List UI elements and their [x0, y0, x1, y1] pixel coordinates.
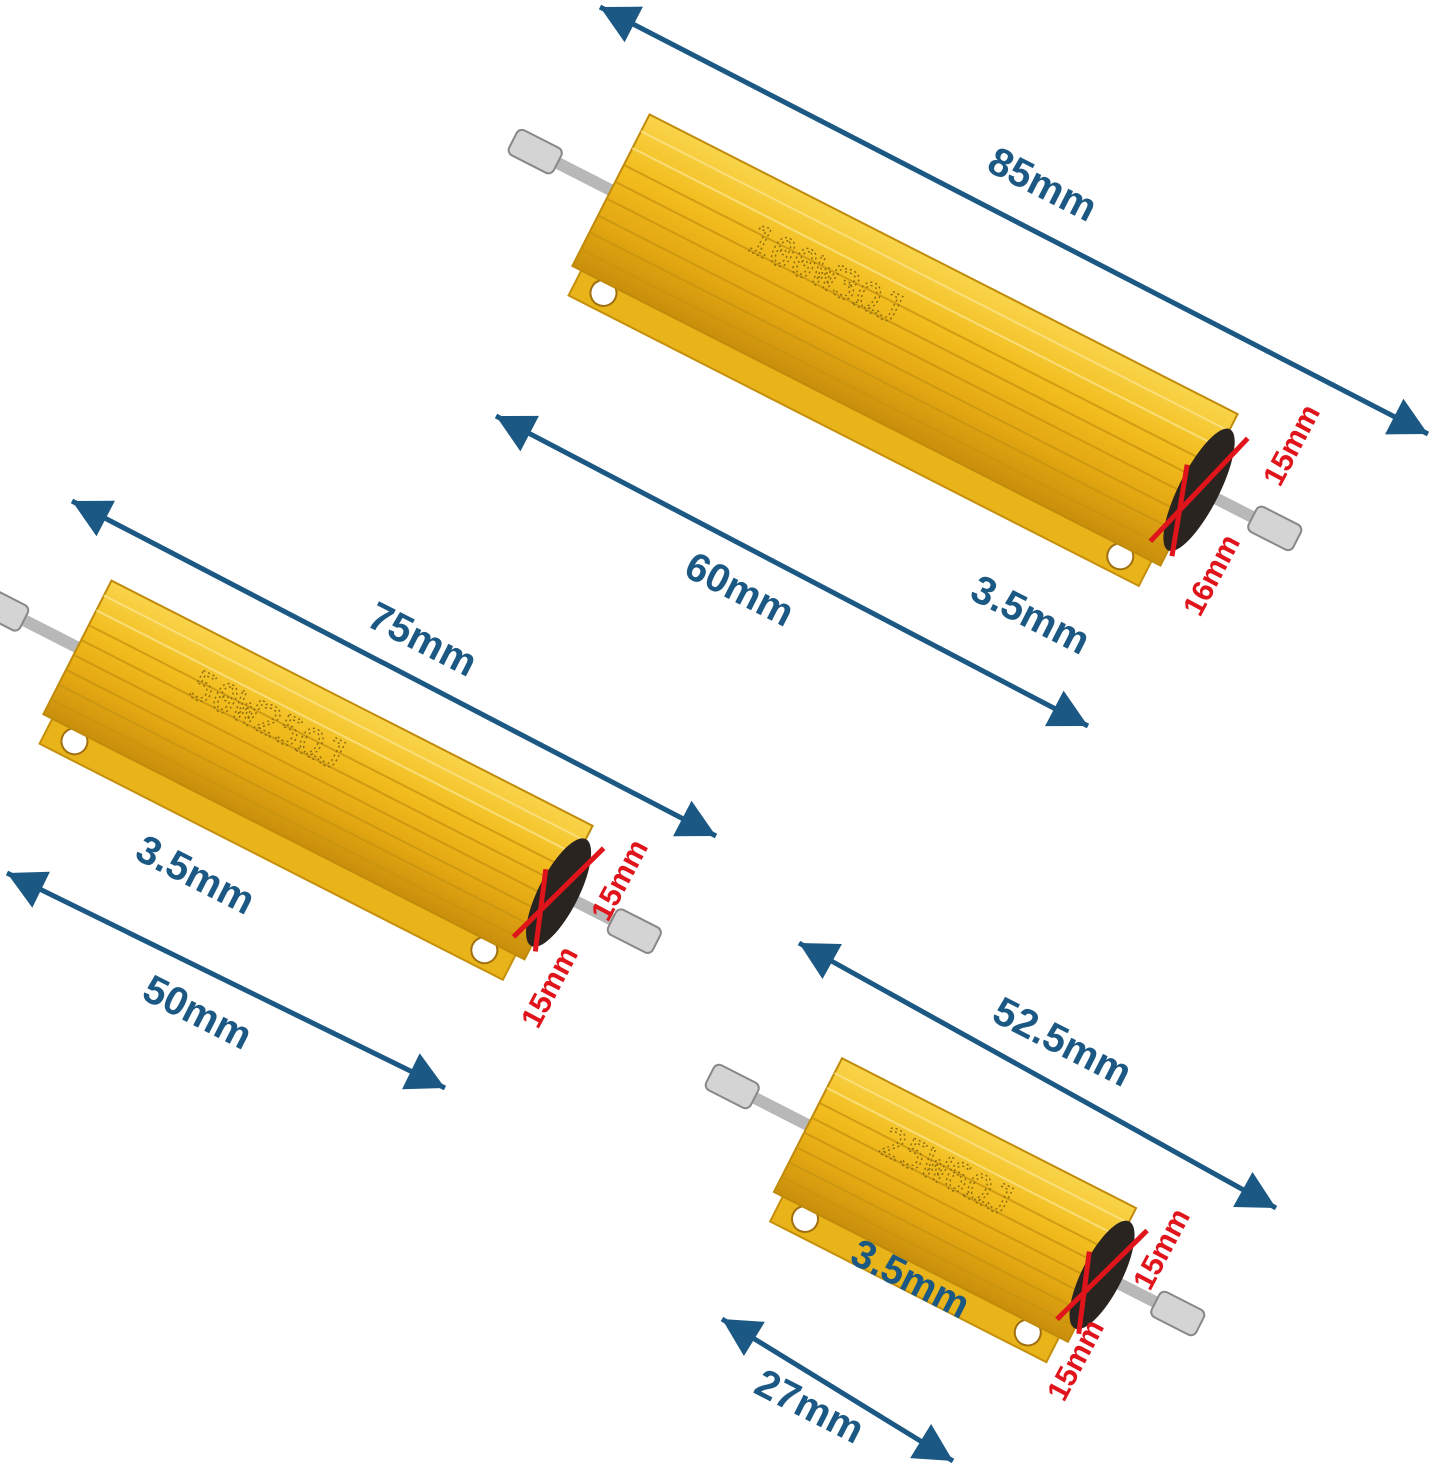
label-50w-body-length: 50mm: [136, 967, 259, 1059]
heatsink-fin: [623, 164, 1213, 466]
heatsink-fin: [606, 197, 1196, 500]
heatsink-fin: [834, 1072, 1129, 1224]
arrow-75mm: [70, 498, 718, 839]
arrowhead-icon: [1045, 690, 1088, 727]
label-100w-length: 85mm: [981, 139, 1104, 231]
arrow-85mm: [598, 4, 1430, 437]
arrowhead-icon: [72, 500, 115, 537]
arrowhead-icon: [402, 1053, 445, 1090]
arrow-60mm: [494, 413, 1090, 729]
heatsink-fin: [640, 130, 1230, 432]
arrowhead-icon: [600, 6, 643, 43]
terminal-lead: [545, 153, 614, 196]
label-100w-hole: 3.5mm: [964, 567, 1097, 664]
arrow-52-5mm: [797, 940, 1278, 1211]
arrowhead-icon: [722, 1319, 765, 1356]
label-100w-height: 16mm: [1177, 529, 1247, 621]
heatsink-fin: [597, 214, 1187, 516]
arrowhead-icon: [910, 1424, 953, 1461]
arrow-50mm: [5, 870, 447, 1091]
heatsink-fin: [614, 180, 1204, 483]
label-100w-body-length: 60mm: [678, 544, 801, 636]
cross-section-marker: [1169, 464, 1190, 557]
terminal-tab: [1247, 505, 1303, 552]
terminal-tab: [507, 128, 563, 175]
label-100w-width: 15mm: [1257, 399, 1327, 491]
cross-section-marker: [1055, 1228, 1149, 1322]
heatsink-fin: [589, 231, 1179, 533]
heatsink-fin: [65, 668, 548, 916]
heatsink-fin: [781, 1176, 1076, 1328]
label-50w-length: 75mm: [361, 594, 484, 686]
arrowhead-icon: [1385, 398, 1428, 435]
resistor-25W6ΩJ: 25W6ΩJ: [704, 1056, 1206, 1364]
arrow-27mm: [720, 1316, 955, 1464]
cross-section-marker: [532, 868, 549, 952]
arrowhead-icon: [673, 800, 716, 837]
heatsink-fin: [826, 1087, 1122, 1239]
heatsink-fin: [103, 594, 586, 842]
arrowhead-icon: [1233, 1172, 1276, 1208]
cross-section-marker: [511, 846, 606, 939]
resistor-100W3ΩJ: 100W3ΩJ: [507, 113, 1303, 588]
cross-section-marker: [1076, 1251, 1092, 1335]
heatsink-fin: [88, 624, 571, 872]
arrowhead-icon: [799, 943, 842, 979]
heatsink-fin: [580, 248, 1170, 550]
terminal-lead: [12, 610, 81, 653]
label-25w-length: 52.5mm: [986, 989, 1139, 1096]
label-50w-width: 15mm: [585, 834, 655, 926]
cross-section-marker: [1148, 436, 1250, 544]
terminal-tab: [606, 908, 662, 954]
heatsink-fin: [95, 609, 578, 857]
arrowhead-icon: [496, 415, 539, 452]
heatsink-fin: [796, 1146, 1092, 1299]
heatsink-fin: [58, 683, 541, 931]
heatsink-fin: [631, 147, 1221, 449]
heatsink-fin: [80, 639, 563, 887]
dimension-arrows: [5, 4, 1430, 1464]
terminal-lead: [742, 1087, 811, 1131]
terminal-tab: [0, 586, 30, 632]
terminal-tab: [1150, 1290, 1206, 1337]
heatsink-fin: [73, 653, 556, 901]
heatsink-fin: [788, 1161, 1084, 1313]
heatsink-fin: [811, 1116, 1107, 1269]
arrowhead-icon: [7, 871, 50, 908]
label-25w-width: 15mm: [1127, 1203, 1197, 1295]
heatsink-fin: [50, 698, 533, 946]
terminal-tab: [704, 1063, 760, 1110]
heatsink-fin: [818, 1101, 1114, 1254]
resistor-50W25ΩJ: 50W25ΩJ: [0, 579, 662, 982]
heatsink-fin: [803, 1131, 1099, 1284]
